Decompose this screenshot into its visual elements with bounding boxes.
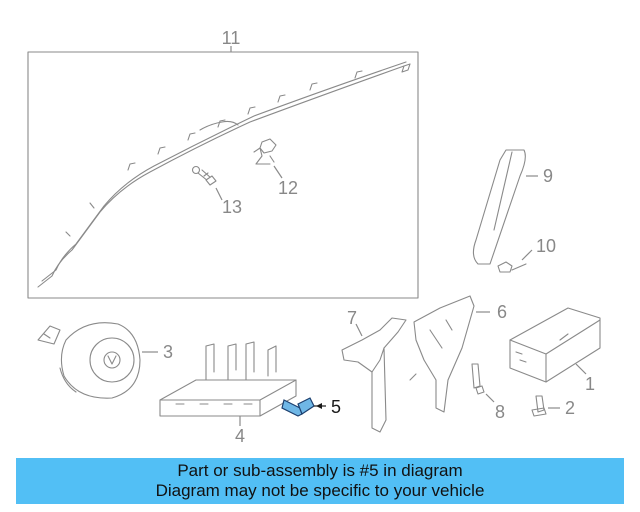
callout-3: 3 [163, 342, 173, 362]
callout-2: 2 [565, 398, 575, 418]
callout-13: 13 [222, 197, 242, 217]
part-6-bracket: 6 [409, 295, 507, 413]
callout-11: 11 [222, 28, 241, 48]
part-11-frame [27, 51, 419, 299]
part-1-control-module: 1 [509, 307, 601, 394]
callout-1: 1 [585, 374, 595, 394]
banner-line-2: Diagram may not be specific to your vehi… [155, 481, 485, 500]
part-13-bolt [191, 165, 217, 186]
callout-12: 12 [278, 178, 298, 198]
part-9-trim: 9 [472, 149, 553, 265]
part-10-screw: 10 [497, 236, 556, 273]
part-11-group: 11 13 12 [27, 28, 419, 299]
callout-8: 8 [495, 402, 505, 422]
banner-line-1: Part or sub-assembly is #5 in diagram [177, 461, 463, 480]
part-12-clip [253, 138, 277, 165]
callout-7: 7 [347, 308, 357, 328]
callout-5: 5 [331, 397, 341, 417]
callout-10: 10 [536, 236, 556, 256]
callout-9: 9 [543, 166, 553, 186]
callout-4: 4 [235, 426, 245, 446]
callout-6: 6 [497, 302, 507, 322]
info-banner: Part or sub-assembly is #5 in diagram Di… [16, 458, 624, 504]
parts-diagram: 11 13 12 9 10 [27, 28, 601, 446]
curtain-airbag [37, 61, 411, 288]
part-7-bracket: 7 [341, 308, 407, 433]
part-5-bolt-highlighted[interactable]: 5 [281, 397, 341, 417]
part-8-bolt: 8 [471, 363, 505, 422]
part-2-bolt: 2 [531, 395, 575, 418]
part-3-steering-airbag: 3 [37, 322, 173, 399]
part-4-module: 4 [159, 341, 297, 446]
